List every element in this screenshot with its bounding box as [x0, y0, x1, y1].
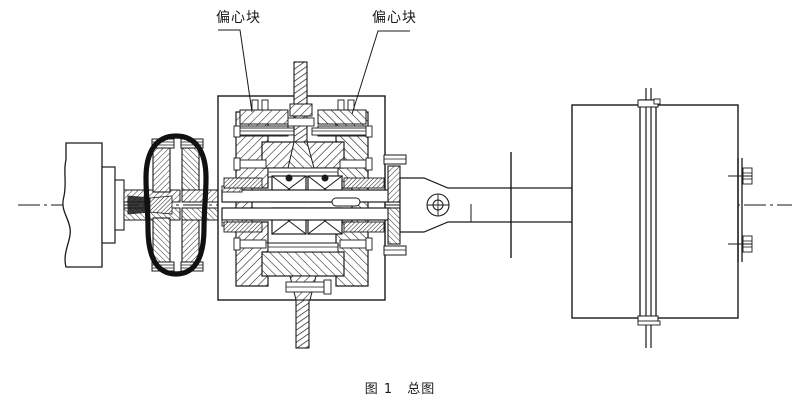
mounting-plate — [728, 158, 753, 262]
motor-body — [62, 142, 125, 268]
main-shaft — [221, 185, 391, 227]
eccentric-carrier-lower — [261, 242, 345, 277]
threaded-shaft-bottom — [285, 275, 332, 349]
connecting-rod — [399, 152, 573, 258]
label-eccentric-block-right: 偏心块 — [372, 10, 417, 26]
threaded-shaft-top — [287, 61, 315, 169]
leader-line-eccentric-left — [218, 29, 253, 113]
eccentric-block-left — [233, 99, 297, 138]
label-eccentric-block-left: 偏心块 — [216, 10, 261, 26]
vibrating-body-box — [571, 88, 739, 348]
housing-side-bolts — [233, 157, 373, 251]
leader-line-eccentric-right — [351, 30, 410, 115]
rod-pin-detail — [426, 193, 450, 217]
figure-caption-number: 图 1 — [364, 382, 394, 397]
output-flange — [383, 154, 407, 256]
shaft-seal-sleeves — [223, 177, 385, 233]
mounting-bolt-upper — [728, 167, 753, 185]
figure-caption: 图 1 总图 — [0, 378, 800, 397]
motor-shaft-hub — [123, 189, 181, 221]
eccentric-block-right — [311, 99, 373, 138]
flexible-tire-coupling — [143, 133, 209, 277]
figure-caption-title: 总图 — [407, 382, 436, 397]
mounting-bolt-lower — [728, 235, 753, 253]
